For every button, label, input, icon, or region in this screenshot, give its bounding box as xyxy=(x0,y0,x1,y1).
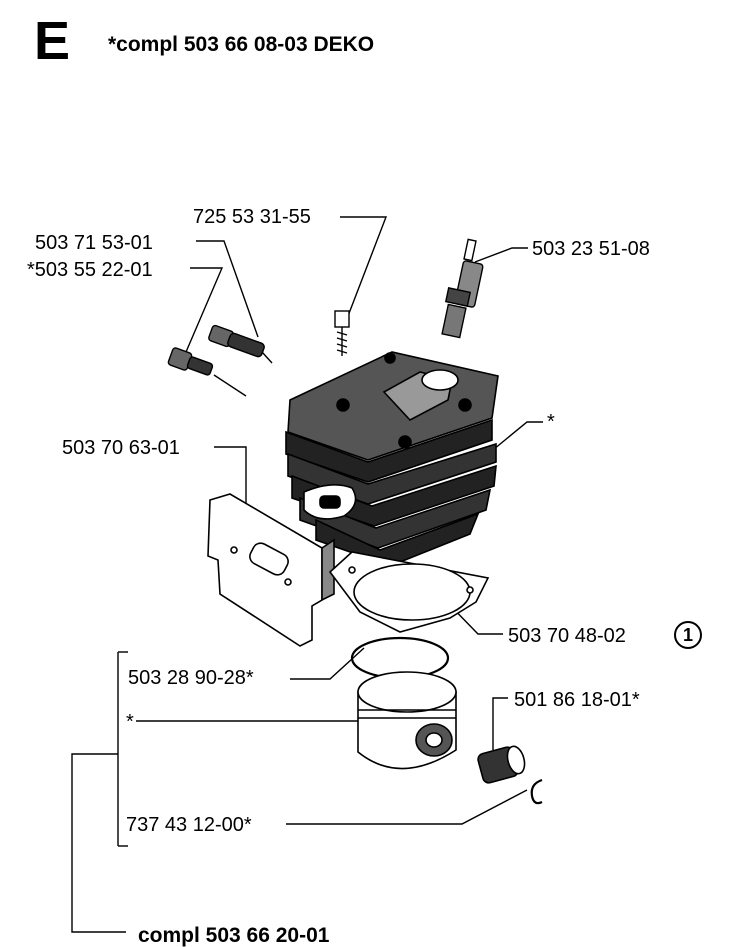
base-gasket-reference-badge: 1 xyxy=(674,621,702,649)
label-screw: 725 53 31-55 xyxy=(193,206,311,228)
leader-circlip xyxy=(286,789,528,825)
assembly-title: *compl 503 66 08-03 DEKO xyxy=(108,33,375,56)
leader-needle-bearing xyxy=(492,697,508,750)
label-decomp-valve-alt: *503 55 22-01 xyxy=(27,259,153,281)
leader-gasket-plate xyxy=(214,446,247,510)
spark-plug-drawing xyxy=(441,238,484,339)
leader-decomp-valve xyxy=(196,240,259,338)
label-needle-bearing: 501 86 18-01* xyxy=(514,689,640,711)
kit-leader xyxy=(71,753,126,933)
decomp-valve-drawing xyxy=(167,324,273,397)
label-base-gasket: 503 70 48-02 xyxy=(508,625,626,647)
leader-cylinder xyxy=(487,421,543,455)
leader-spark-plug xyxy=(474,247,528,263)
cylinder-drawing xyxy=(285,351,499,567)
kit-title: compl 503 66 20-01 xyxy=(138,924,330,947)
screw-drawing xyxy=(334,310,350,356)
leader-screw xyxy=(340,216,388,317)
label-cylinder: * xyxy=(547,411,555,433)
label-piston: * xyxy=(126,711,134,733)
label-gasket-plate: 503 70 63-01 xyxy=(62,437,180,459)
needle-bearing-drawing xyxy=(477,745,526,784)
leader-decomp-valve-alt xyxy=(185,267,224,353)
label-circlip: 737 43 12-00* xyxy=(126,814,252,836)
base-gasket-drawing xyxy=(328,551,490,633)
label-piston-ring: 503 28 90-28* xyxy=(128,667,254,689)
label-spark-plug: 503 23 51-08 xyxy=(532,238,650,260)
section-letter: E xyxy=(34,11,71,71)
circlip-drawing xyxy=(530,778,543,805)
label-decomp-valve: 503 71 53-01 xyxy=(35,232,153,254)
gasket-plate-drawing xyxy=(207,493,335,647)
piston-drawing xyxy=(357,671,457,770)
